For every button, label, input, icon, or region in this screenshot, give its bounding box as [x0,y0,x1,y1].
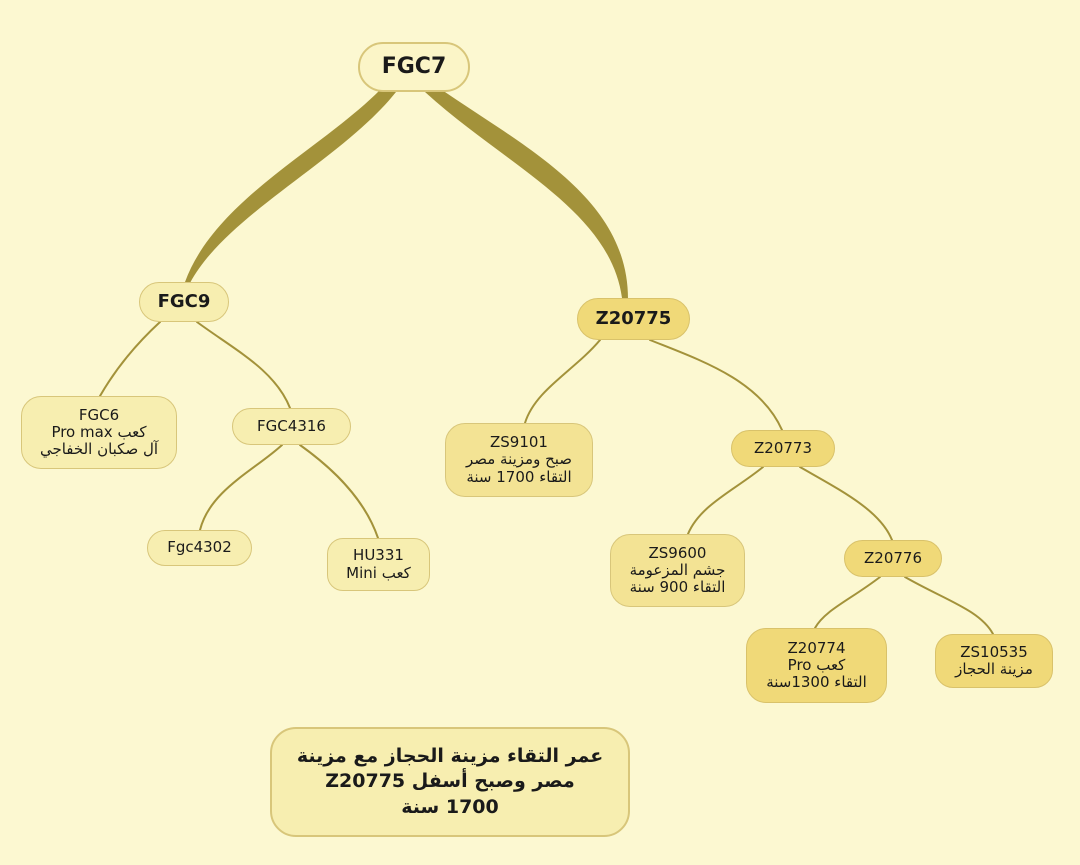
node-detail: كعب Mini [346,563,411,582]
summary-note: عمر التقاء مزينة الحجاز مع مزينة مصر وصب… [270,727,630,837]
node-label: FGC7 [381,54,447,80]
node-zs9600: ZS9600 جشم المزعومة التقاء 900 سنة [610,534,745,607]
edge-z20775-z20773 [649,339,783,431]
node-detail: صبح ومزينة مصر [465,450,573,469]
node-fgc4302: Fgc4302 [147,530,252,566]
edge-z20773-z20776 [799,466,893,541]
node-z20775: Z20775 [577,298,690,340]
node-label: Z20775 [595,307,672,329]
edge-fgc9-fgc4316 [196,321,291,409]
node-z20773: Z20773 [731,430,835,467]
node-z20776: Z20776 [844,540,942,577]
node-hu331: HU331 كعب Mini [327,538,430,591]
note-line: عمر التقاء مزينة الحجاز مع مزينة [296,744,604,767]
node-fgc6: FGC6 كعب Pro max آل صكبان الخفاجي [21,396,177,469]
node-detail: مزينة الحجاز [955,660,1033,678]
node-detail: التقاء 900 سنة [629,578,726,597]
note-line: 1700 سنة [401,795,499,818]
node-label: Z20776 [864,548,922,567]
edge-fgc9-fgc6 [99,321,161,397]
node-fgc4316: FGC4316 [232,408,351,445]
node-detail: التقاء 1300سنة [766,673,867,692]
node-detail: التقاء 1700 سنة [466,467,572,486]
edge-z20773-zs9600 [687,466,764,535]
node-title: ZS10535 [960,642,1028,661]
edge-z20776-zs10535 [904,576,994,635]
node-z20774: Z20774 كعب Pro التقاء 1300سنة [746,628,887,703]
node-title: ZS9600 [648,543,707,562]
node-title: HU331 [353,546,404,565]
node-title: FGC6 [78,405,120,424]
node-detail: كعب Pro max [51,422,147,441]
node-title: ZS9101 [490,433,548,452]
note-line: مصر وصبح أسفل Z20775 [325,770,575,793]
edge-fgc7-fgc9 [185,90,396,283]
edge-fgc4316-fgc4302 [199,444,283,531]
edge-z20775-zs9101 [524,339,601,424]
node-label: Fgc4302 [167,538,232,557]
node-label: FGC4316 [257,416,326,435]
node-fgc7: FGC7 [358,42,470,92]
node-zs10535: ZS10535 مزينة الحجاز [935,634,1053,688]
edge-fgc7-z20775 [425,90,628,299]
node-detail: كعب Pro [787,655,846,674]
node-label: FGC9 [157,290,211,312]
node-fgc9: FGC9 [139,282,229,322]
node-label: Z20773 [754,438,812,457]
edge-z20776-z20774 [814,576,881,629]
node-title: Z20774 [787,638,846,657]
node-detail: آل صكبان الخفاجي [39,440,159,459]
edge-fgc4316-hu331 [299,444,379,539]
node-detail: جشم المزعومة [629,560,726,579]
node-zs9101: ZS9101 صبح ومزينة مصر التقاء 1700 سنة [445,423,593,497]
